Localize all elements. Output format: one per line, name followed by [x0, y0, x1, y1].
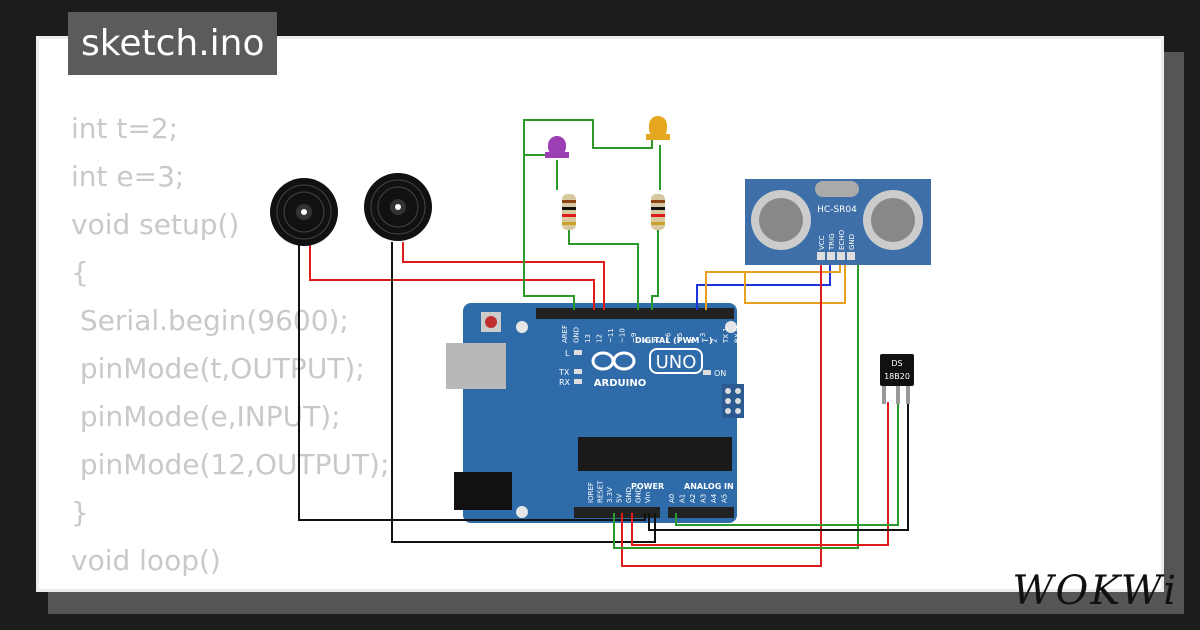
pin-label: TX 1 [722, 327, 730, 344]
wire-ds18b20-vcc [631, 402, 889, 546]
mount-hole [516, 506, 528, 518]
uno-label: UNO [656, 352, 697, 373]
pin-label: GND [848, 234, 856, 250]
pin-label: RESET [597, 480, 605, 503]
digital-header [536, 308, 734, 319]
wire-echo-loop [744, 258, 846, 304]
pin-label: ECHO [838, 229, 846, 250]
code-line: void loop() [71, 544, 221, 577]
pin-label: 12 [596, 334, 604, 343]
power-header [574, 507, 660, 518]
pin-label: ~11 [607, 328, 615, 343]
wires [298, 119, 909, 567]
buzzer-1[interactable] [270, 178, 338, 246]
hc-sr04-label: HC-SR04 [817, 205, 857, 215]
pin-label: A1 [679, 494, 687, 503]
on-label: ON [714, 369, 726, 378]
pin-label: A0 [668, 494, 676, 503]
code-line: int e=3; [71, 160, 185, 193]
pin-label: VCC [818, 235, 826, 250]
pin-label: A4 [710, 493, 718, 503]
pin-label: 7 [653, 339, 661, 343]
code-line: } [71, 496, 89, 529]
pin-label: A5 [721, 494, 729, 503]
analog-header [668, 507, 734, 518]
pin-label: GND [625, 487, 633, 503]
pin-label: ~3 [699, 333, 707, 343]
ds18b20-sensor[interactable]: DS 18B20 [880, 354, 914, 404]
pin-label: ~10 [619, 328, 627, 343]
pin-label: 2 [711, 339, 719, 343]
pin-label: Vin [644, 492, 652, 503]
pin-label: GND [635, 487, 643, 503]
pin-label: A3 [700, 494, 708, 503]
pin-label: 13 [584, 334, 592, 343]
wire-buzzer2-gnd [391, 242, 656, 543]
wire-resistor1-pin8 [568, 230, 639, 310]
resistor-2[interactable] [651, 194, 665, 230]
code-line: pinMode(e,INPUT); [71, 400, 341, 433]
mount-hole [516, 321, 528, 333]
ds18b20-label-line2: 18B20 [884, 372, 910, 381]
analog-label: ANALOG IN [684, 482, 734, 491]
buzzer-2[interactable] [364, 173, 432, 241]
wire-resistor2-pin7 [651, 230, 659, 310]
pin-label: 8 [642, 339, 650, 343]
code-line: pinMode(12,OUTPUT); [71, 448, 390, 481]
atmega-chip [578, 437, 732, 471]
ds18b20-label-line1: DS [891, 359, 902, 368]
pin-label: ~5 [676, 333, 684, 343]
wire-ds18b20-gnd [648, 402, 909, 531]
resistor-1[interactable] [562, 194, 576, 230]
mount-hole [725, 321, 737, 333]
digital-label: DIGITAL (PWM ~) [635, 336, 713, 345]
led-purple[interactable] [545, 136, 569, 158]
usb-port [446, 343, 506, 389]
pin-label: RX 0 [734, 327, 742, 343]
code-line: Serial.begin(9600); [71, 304, 349, 337]
pin-label: GND [573, 327, 581, 343]
wire-buzzer2-pin11 [402, 242, 605, 310]
file-tab[interactable]: sketch.ino [68, 12, 278, 75]
pin-label: 5V [616, 494, 624, 503]
wokwi-logo: WOKWi [1012, 568, 1178, 614]
l-led-label: L [565, 349, 570, 358]
code-line: pinMode(t,OUTPUT); [71, 352, 365, 385]
arduino-logo [591, 351, 636, 371]
pin-label: IOREF [587, 482, 595, 503]
pin-label: A2 [689, 494, 697, 503]
wire-sensor-vcc [621, 258, 822, 567]
arduino-label: ARDUINO [594, 378, 646, 389]
arduino-uno-board[interactable]: UNO ARDUINO DIGITAL (PWM ~) POWER ANALOG… [446, 303, 744, 523]
code-line: int t=2; [71, 112, 179, 145]
icsp-header [722, 384, 744, 418]
led-yellow[interactable] [646, 116, 670, 140]
wire-leds-anode [523, 119, 653, 156]
code-line: void setup() [71, 208, 240, 241]
pin-label: 3.3V [606, 487, 614, 503]
pin-label: AREF [561, 325, 569, 343]
wire-ds18b20-data [675, 402, 899, 526]
wire-buzzer1-pin12 [309, 245, 595, 310]
power-jack [454, 472, 512, 510]
wire-buzzer1-gnd [298, 245, 646, 521]
tx-led-label: TX [558, 368, 570, 377]
wire-sensor-gnd [613, 258, 859, 549]
power-label: POWER [631, 482, 664, 491]
wire-led-gnd [523, 155, 575, 310]
pin-label: ~9 [630, 333, 638, 343]
pin-label: ~6 [665, 332, 673, 343]
rx-led-label: RX [559, 378, 571, 387]
code-background: int t=2; int e=3; void setup() { Serial.… [71, 105, 390, 589]
pin-label: TRIG [828, 233, 836, 251]
pin-label: 4 [688, 338, 696, 343]
code-line: { [71, 256, 89, 289]
